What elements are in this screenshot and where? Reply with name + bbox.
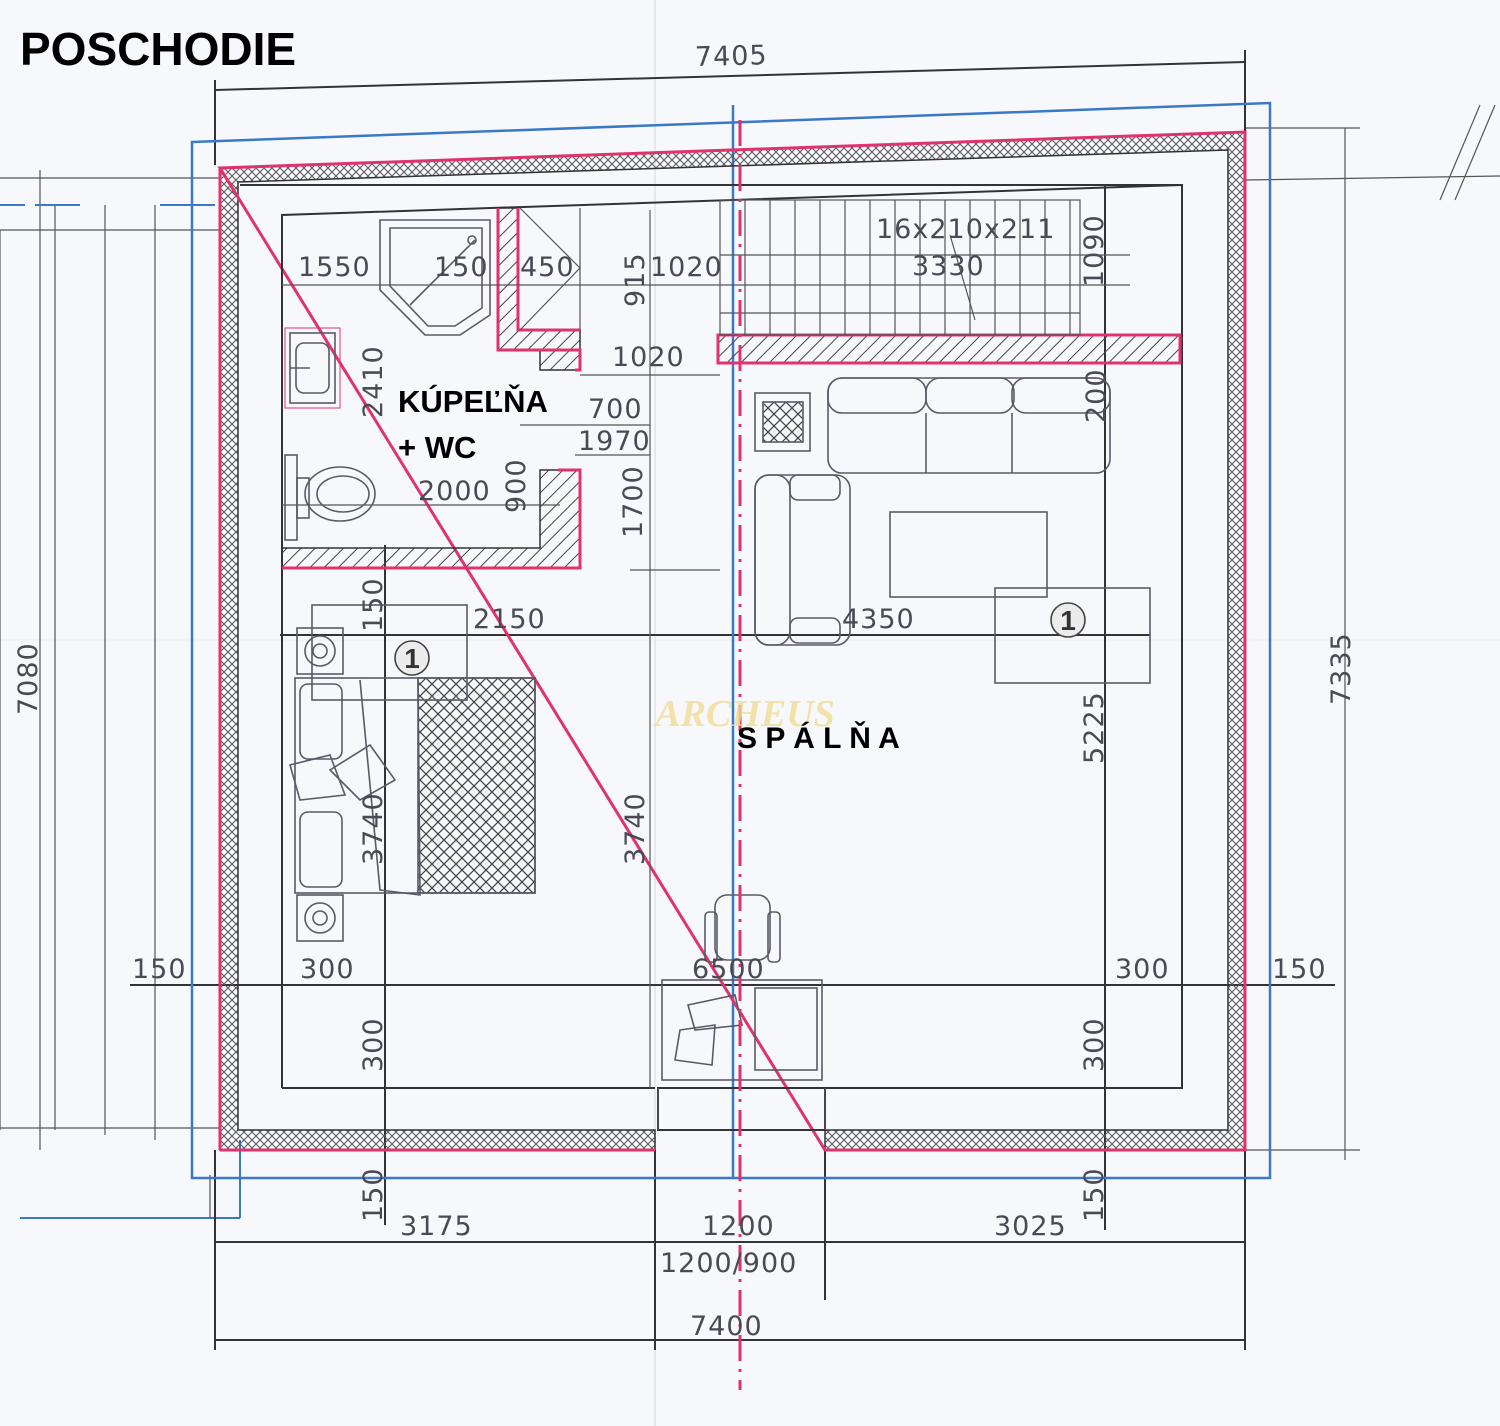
dim-bath-1550: 1550: [298, 252, 371, 283]
dim-bottom-left-150: 150: [358, 1167, 389, 1222]
dim-bottom-door-size: 1200/900: [660, 1248, 797, 1279]
bed-icon: [289, 604, 536, 942]
dim-hall-1700: 1700: [618, 465, 649, 538]
dim-bath-900: 900: [501, 458, 532, 513]
plan-title: POSCHODIE: [20, 23, 297, 75]
exterior-wall: [217, 130, 1247, 1152]
shower-icon: [379, 219, 491, 336]
dim-hall-700: 700: [588, 394, 643, 425]
dim-left-300: 300: [300, 954, 355, 985]
entrance-gap: [657, 1088, 826, 1130]
extension-lines: [0, 104, 1500, 1219]
dim-hall-1020-top: 1020: [650, 252, 723, 283]
dim-bed-2150: 2150: [473, 604, 546, 635]
dimension-labels: 7405 16x210x211 3330 1550 150 450 1020 1…: [132, 40, 1327, 1342]
dim-bath-2000: 2000: [418, 476, 491, 507]
dim-bottom-left: 3175: [400, 1211, 473, 1242]
dim-stairs-spec: 16x210x211: [876, 214, 1055, 245]
room-marker-left-label: 1: [404, 643, 420, 674]
dim-stairs-width: 1090: [1079, 214, 1110, 287]
watermark: ARCHEUS: [653, 693, 835, 735]
dim-top-overall: 7405: [695, 40, 769, 73]
dim-bottom-overall: 7400: [690, 1311, 763, 1342]
washbasin-icon: [284, 327, 341, 409]
dim-bed-3740: 3740: [358, 792, 389, 865]
dim-bottom-door: 1200: [702, 1211, 775, 1242]
room-label-bathroom: KÚPEĽŇA: [398, 383, 548, 419]
dim-hall-3740: 3740: [620, 792, 651, 865]
dim-left-150: 150: [132, 954, 187, 985]
dim-bath-150: 150: [434, 252, 489, 283]
dim-bath-2410: 2410: [358, 345, 389, 418]
inner-outline: [240, 183, 1183, 1131]
dim-bottom-left-300: 300: [358, 1017, 389, 1072]
dim-right-300: 300: [1115, 954, 1170, 985]
dim-right-5225: 5225: [1079, 691, 1110, 764]
dim-hall-915: 915: [620, 252, 651, 307]
bathroom-walls: [281, 207, 582, 570]
dim-right-200: 200: [1081, 368, 1112, 423]
dim-living-4350: 4350: [842, 604, 915, 635]
room-label-wc: + WC: [398, 430, 476, 465]
room-marker-left: 1: [394, 640, 430, 676]
dim-left-height: 7080: [13, 642, 44, 715]
dim-right-150: 150: [1272, 954, 1327, 985]
stair-wall: [716, 333, 1182, 365]
coffee-table-icon: [889, 511, 1048, 598]
dim-bath-450: 450: [520, 252, 575, 283]
room-label-bedroom: S P Á L Ň A: [737, 721, 900, 755]
sofa-icon: [827, 377, 1111, 474]
desk-icon: [661, 894, 823, 1081]
dim-hall-1020-mid: 1020: [612, 342, 685, 373]
dim-bottom-right-150: 150: [1079, 1167, 1110, 1222]
hall-lines: [282, 207, 720, 1088]
vertical-dimension-labels: 1090 915 2410 200 900 1700 150 7080 7335…: [13, 214, 1357, 1222]
dim-bottom-right: 3025: [994, 1211, 1067, 1242]
room-marker-right: 1: [1050, 602, 1086, 638]
dim-bed-150: 150: [358, 577, 389, 632]
dim-stairs-length: 3330: [912, 251, 985, 282]
dim-bottom-right-300: 300: [1079, 1017, 1110, 1072]
room-marker-right-label: 1: [1060, 605, 1076, 636]
staircase: [719, 199, 1130, 336]
furniture-box-icon: [994, 587, 1151, 684]
armchair-icon: [754, 474, 851, 646]
side-table-icon: [754, 392, 811, 452]
dim-right-height: 7335: [1326, 632, 1357, 705]
toilet-icon: [284, 454, 376, 541]
dim-hall-1970: 1970: [578, 426, 651, 457]
dim-center-6500: 6500: [692, 954, 765, 985]
